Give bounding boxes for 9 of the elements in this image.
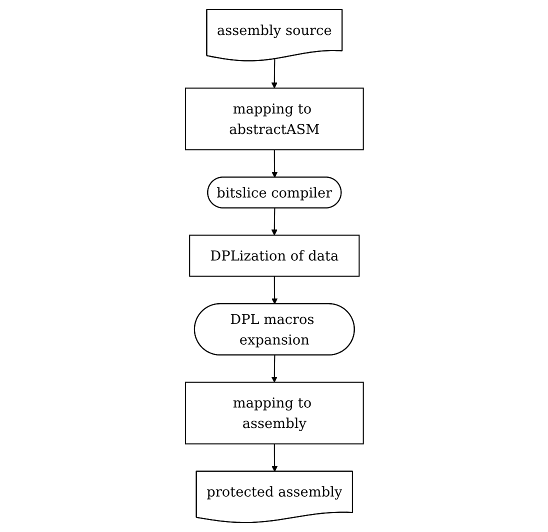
arrow [270, 208, 277, 236]
arrow [270, 355, 277, 383]
node-box: DPLization of data [188, 234, 360, 277]
node-box: mapping to abstractASM [184, 88, 364, 150]
node-box: mapping to assembly [184, 382, 364, 444]
arrow [270, 59, 277, 88]
arrow [271, 444, 278, 472]
arrow [271, 276, 278, 304]
arrow [271, 150, 278, 178]
